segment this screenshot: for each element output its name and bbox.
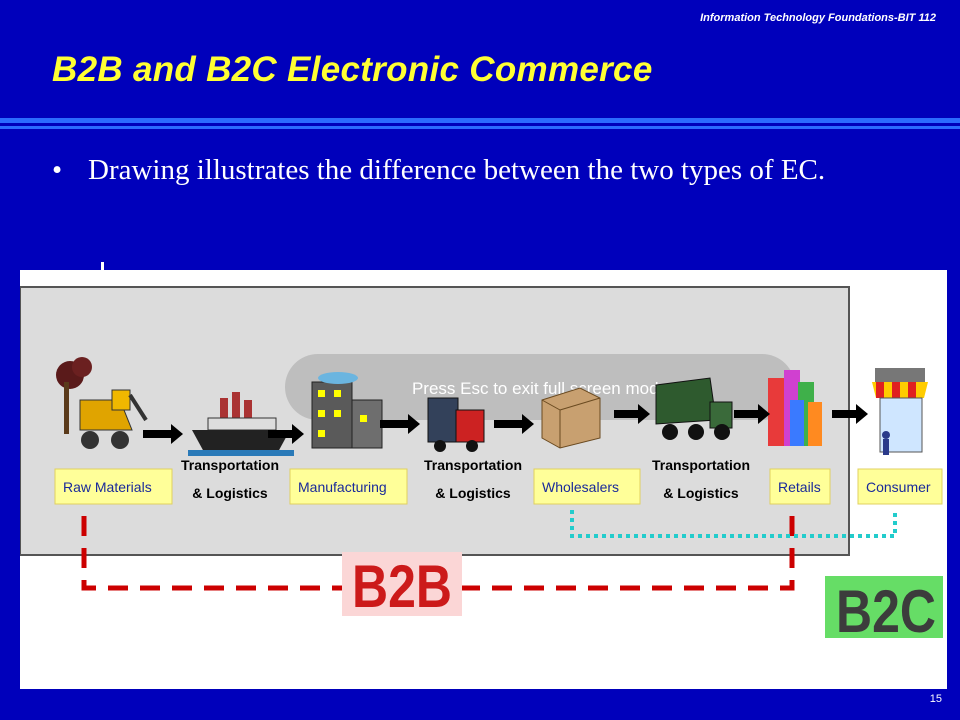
bullet-text: Drawing illustrates the difference betwe… — [88, 154, 826, 186]
consumer-label: Consumer — [866, 479, 931, 495]
boxes-icon — [541, 387, 601, 449]
transport-2-line1: Transportation — [424, 457, 522, 473]
arrow-icon — [494, 414, 534, 434]
transport-1-line2: & Logistics — [192, 485, 268, 501]
b2c-label: B2C — [836, 578, 936, 645]
bullet-point: • Drawing illustrates the difference bet… — [52, 152, 842, 189]
consumer-box — [857, 468, 943, 505]
truck-icon — [427, 397, 485, 452]
retails-box — [769, 468, 831, 505]
wholesalers-label: Wholesalers — [542, 479, 619, 495]
transport-1-line1: Transportation — [181, 457, 279, 473]
b2b-badge — [342, 552, 462, 616]
retails-label: Retails — [778, 479, 821, 495]
raw-materials-label: Raw Materials — [63, 479, 152, 495]
arrow-icon — [734, 404, 770, 424]
b2b-label: B2B — [352, 553, 452, 620]
ship-icon — [188, 392, 294, 456]
bullet-symbol: • — [52, 154, 63, 186]
arrow-icon — [614, 404, 650, 424]
arrow-icon — [143, 424, 183, 444]
stray-mark — [101, 262, 104, 271]
slide-title: B2B and B2C Electronic Commerce — [52, 50, 653, 89]
transport-3-line2: & Logistics — [663, 485, 739, 501]
wholesalers-box — [533, 468, 641, 505]
manufacturing-label: Manufacturing — [298, 479, 387, 495]
transport-2-line2: & Logistics — [435, 485, 511, 501]
excavator-icon — [56, 357, 148, 449]
raw-materials-box — [54, 468, 173, 505]
b2c-badge — [825, 576, 943, 638]
storefront-icon — [872, 368, 928, 455]
manufacturing-box — [289, 468, 408, 505]
arrow-icon — [380, 414, 420, 434]
ec-diagram-panel: Press Esc to exit full screen mode — [20, 270, 947, 689]
transport-3-line1: Transportation — [652, 457, 750, 473]
factory-icon — [311, 372, 383, 449]
ec-diagram: Press Esc to exit full screen mode — [20, 286, 943, 645]
arrow-icon — [832, 404, 868, 424]
flow-arrows — [143, 404, 868, 444]
course-title: Information Technology Foundations-BIT 1… — [700, 12, 936, 24]
title-rule-top — [0, 118, 960, 123]
page-number: 15 — [929, 693, 942, 705]
b2c-bracket — [570, 510, 897, 538]
dump-truck-icon — [655, 377, 733, 440]
arrow-icon — [268, 424, 304, 444]
overlay-text: Press Esc to exit full screen mode — [412, 379, 668, 398]
retail-buildings-icon — [768, 370, 822, 446]
title-rule-bottom — [0, 126, 960, 129]
